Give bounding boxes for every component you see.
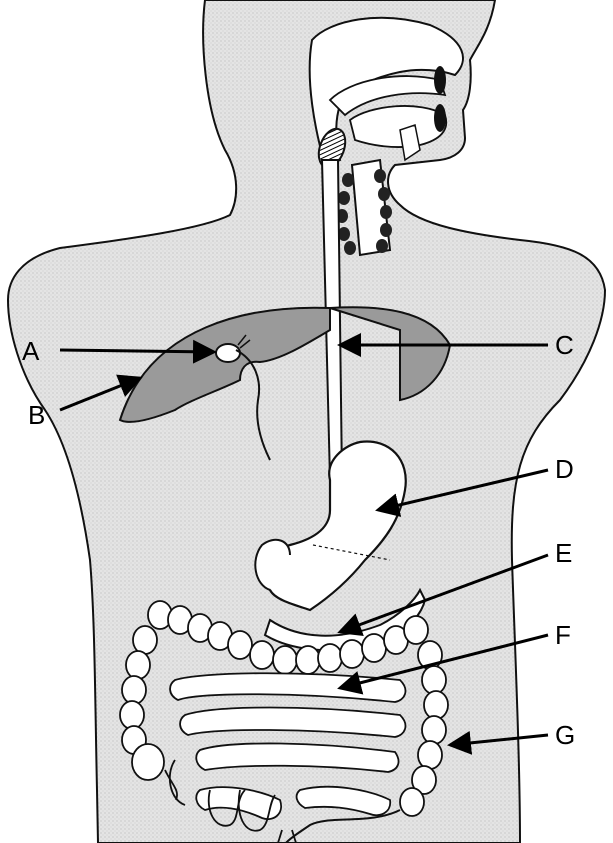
label-D: D [555,454,574,484]
lower-lip [434,104,446,132]
tongue [350,106,446,147]
label-C: C [555,330,574,360]
label-G: G [555,720,575,750]
label-E: E [555,538,572,568]
label-B: B [28,400,45,430]
label-F: F [555,620,571,650]
arrow-A [60,350,214,352]
gallbladder [216,344,240,362]
upper-lip [434,66,446,94]
label-A: A [22,336,40,366]
